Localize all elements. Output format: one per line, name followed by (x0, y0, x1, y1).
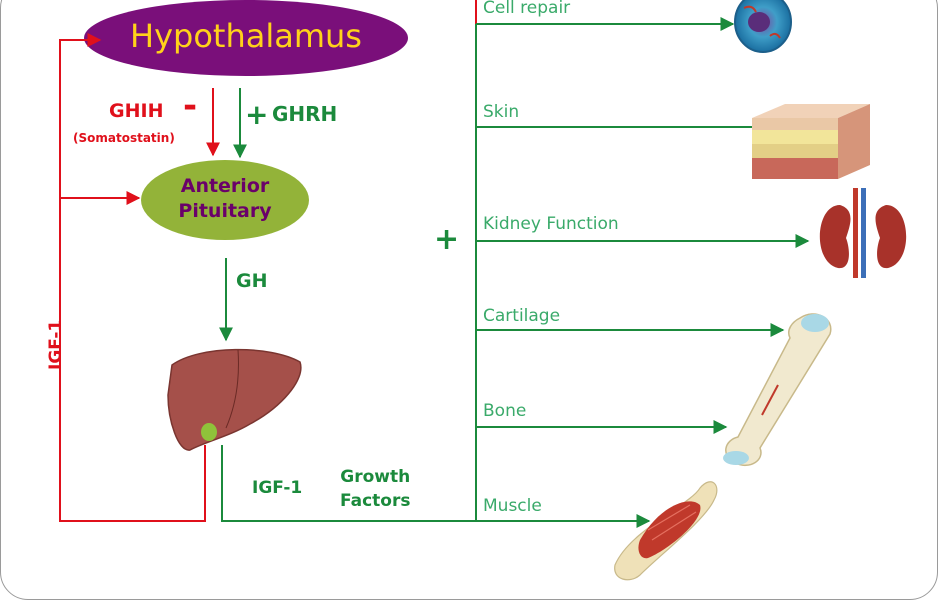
kidney-image (820, 188, 906, 278)
target-skin: Skin (483, 102, 519, 122)
main-plus-sign: + (434, 222, 459, 257)
target-bone: Bone (483, 401, 526, 421)
bone-image (723, 314, 831, 465)
ghrh-plus-sign: + (245, 98, 268, 131)
cell-image (735, 0, 791, 52)
growth-factors-line-1: Growth (340, 465, 410, 489)
pituitary-line-1: Anterior (141, 174, 309, 199)
liver-image (168, 350, 301, 450)
minus-sign: - (183, 86, 197, 126)
ghih-label: GHIH (109, 100, 163, 122)
skin-image (752, 104, 870, 179)
pituitary-line-2: Pituitary (141, 199, 309, 224)
growth-factors-label: Growth Factors (340, 465, 410, 513)
ghrh-label: GHRH (272, 102, 337, 126)
hypothalamus-label: Hypothalamus (84, 17, 408, 55)
target-cartilage: Cartilage (483, 306, 560, 326)
pituitary-label: Anterior Pituitary (141, 174, 309, 224)
muscle-image (615, 482, 717, 580)
somatostatin-label: (Somatostatin) (73, 131, 175, 145)
growth-factors-line-2: Factors (340, 489, 410, 513)
igf1-output-label: IGF-1 (252, 478, 302, 498)
igf1-feedback-label: IGF-1 (46, 320, 66, 370)
target-kidney-function: Kidney Function (483, 214, 619, 234)
gh-label: GH (236, 270, 268, 292)
target-muscle: Muscle (483, 496, 542, 516)
target-cell-repair: Cell repair (483, 0, 570, 18)
